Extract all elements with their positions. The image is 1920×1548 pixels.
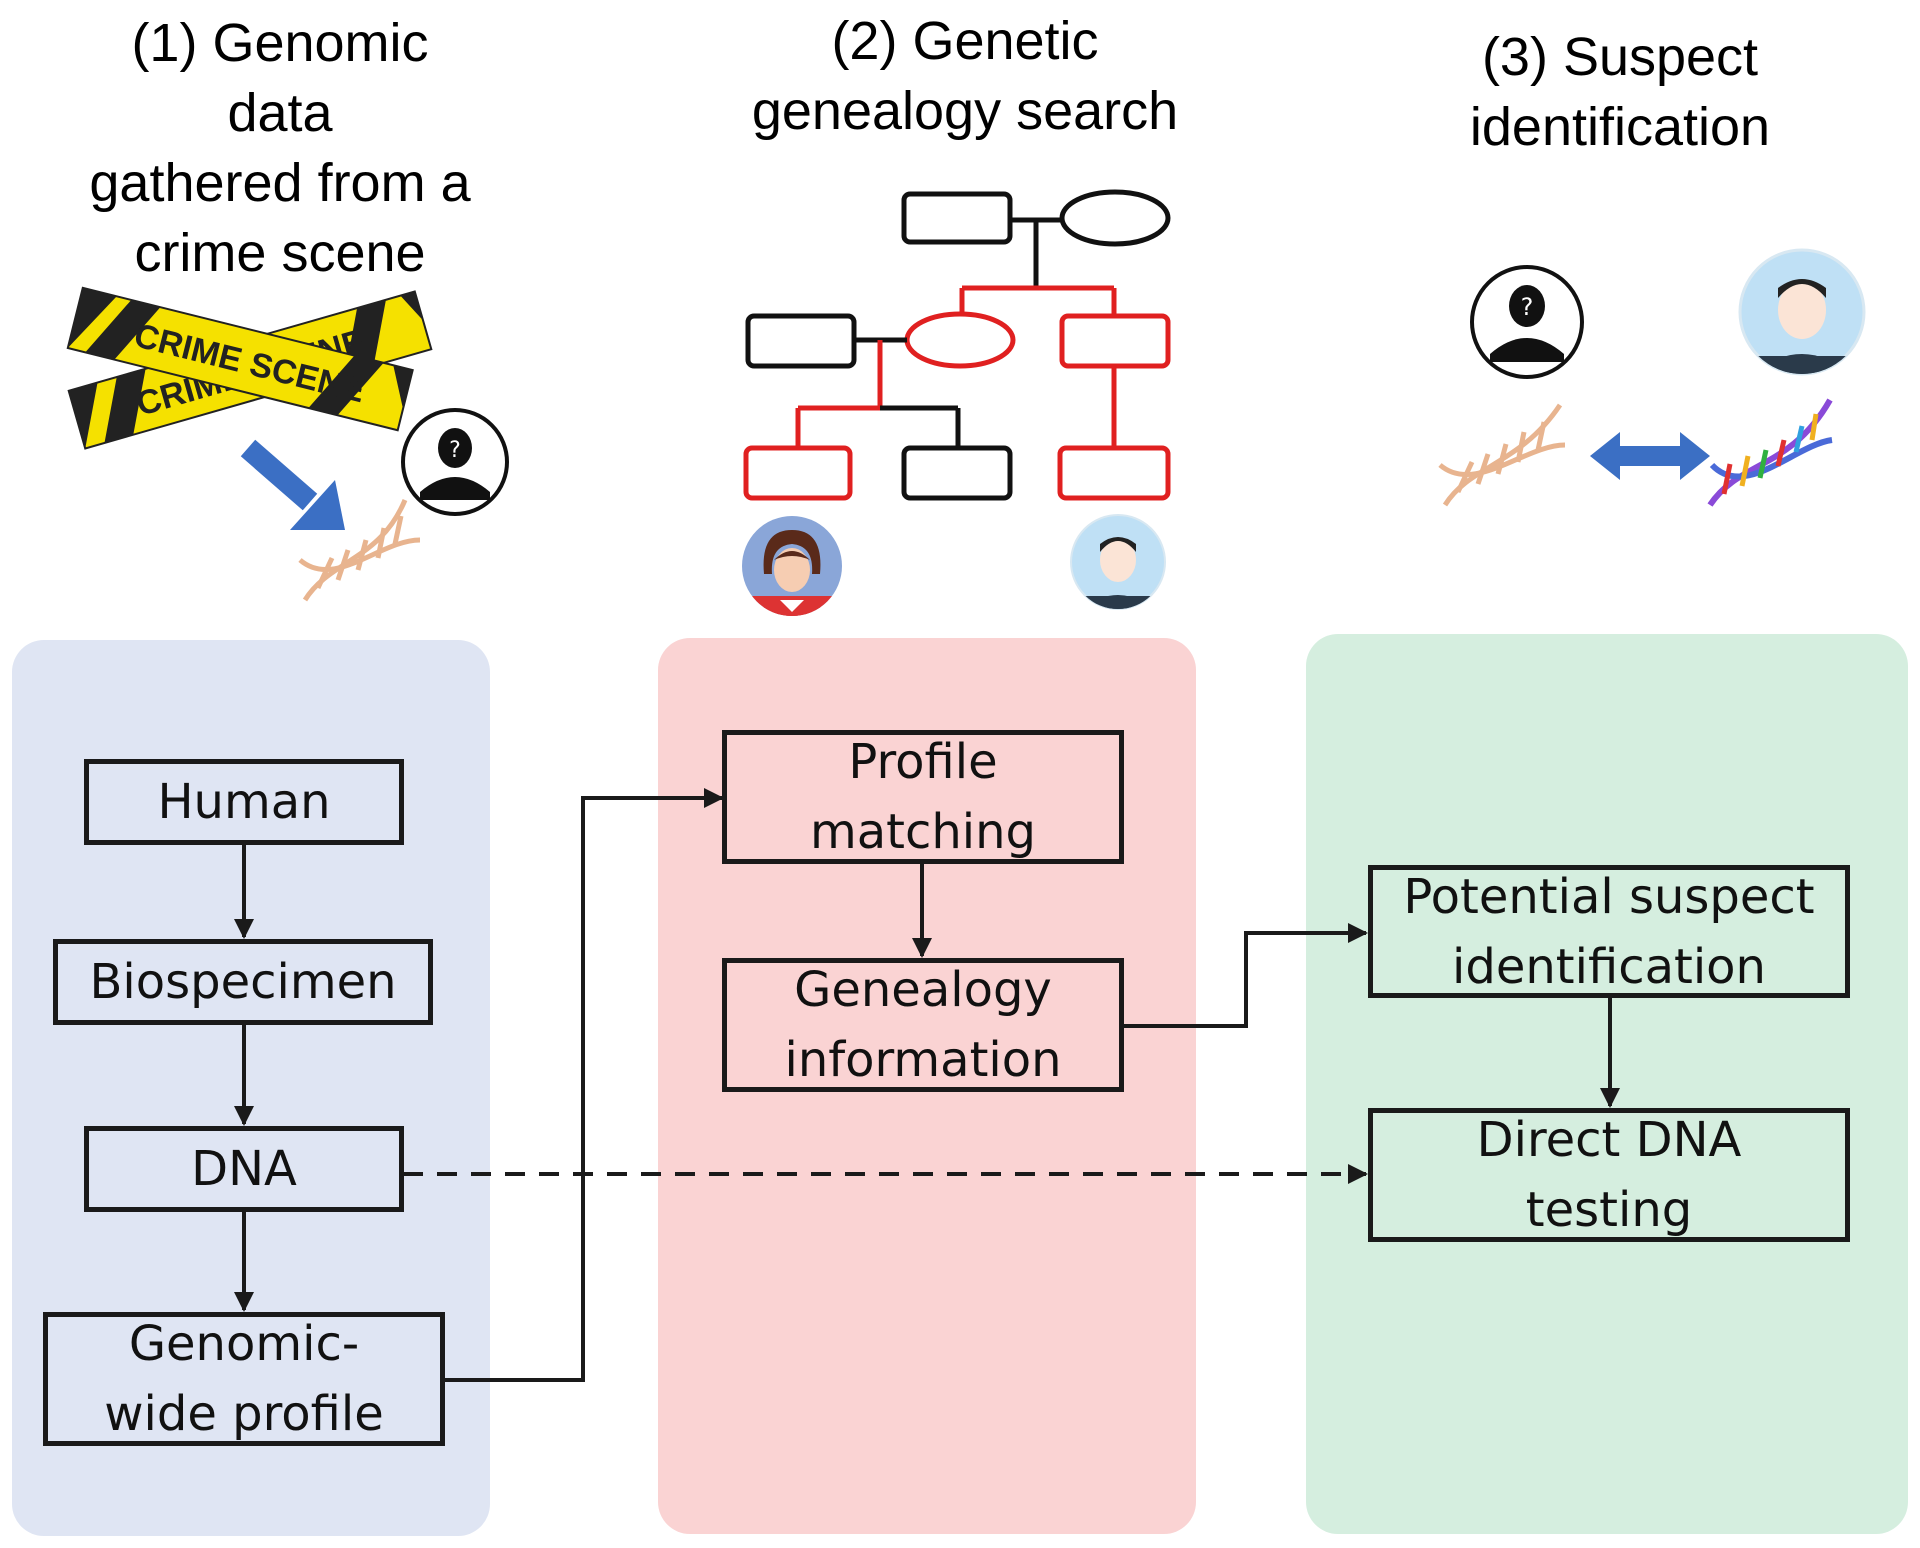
svg-text:?: ? — [1521, 293, 1534, 321]
crime-scene-tape-icon: CRIME SCENE CRIME SCENE — [66, 286, 433, 450]
column-3-title: (3) Suspect identification — [1469, 27, 1771, 157]
unknown-person-icon-2: ? — [1470, 265, 1584, 379]
female-avatar-icon — [742, 516, 842, 616]
arrow-genomic-profile-to-profile-matching — [444, 788, 724, 1382]
panel-crime-scene — [12, 640, 490, 1536]
box-profile-matching: Profile matching — [722, 730, 1124, 864]
box-potential-suspect-identification: Potential suspect identification — [1368, 865, 1850, 998]
box-direct-dna-testing: Direct DNA testing — [1368, 1108, 1850, 1242]
dna-helix-icon — [298, 499, 421, 602]
box-biospecimen: Biospecimen — [53, 939, 433, 1025]
box-genomic-wide-profile: Genomic- wide profile — [43, 1312, 445, 1446]
dna-helix-icon-2 — [1438, 403, 1566, 507]
blue-arrow-icon — [240, 439, 345, 530]
column-2-title: (2) Genetic genealogy search — [751, 11, 1179, 141]
flow-connectors — [234, 788, 1620, 1382]
panel-genealogy-search — [658, 638, 1196, 1534]
unknown-person-icon: ? — [401, 408, 509, 516]
box-human: Human — [84, 759, 404, 845]
svg-text:?: ? — [449, 438, 461, 463]
family-tree-icon — [743, 189, 1171, 501]
double-arrow-icon — [1590, 432, 1710, 480]
column-1-title: (1) Genomic data gathered from a crime s… — [89, 13, 471, 283]
colored-dna-icon — [1707, 398, 1833, 507]
male-avatar-icon-2 — [1738, 248, 1866, 376]
arrow-genealogy-to-potential-suspect — [1122, 923, 1368, 1028]
panel-suspect-identification — [1306, 634, 1908, 1534]
box-dna: DNA — [84, 1126, 404, 1212]
male-avatar-icon — [1070, 514, 1166, 610]
box-genealogy-information: Genealogy information — [722, 958, 1124, 1092]
